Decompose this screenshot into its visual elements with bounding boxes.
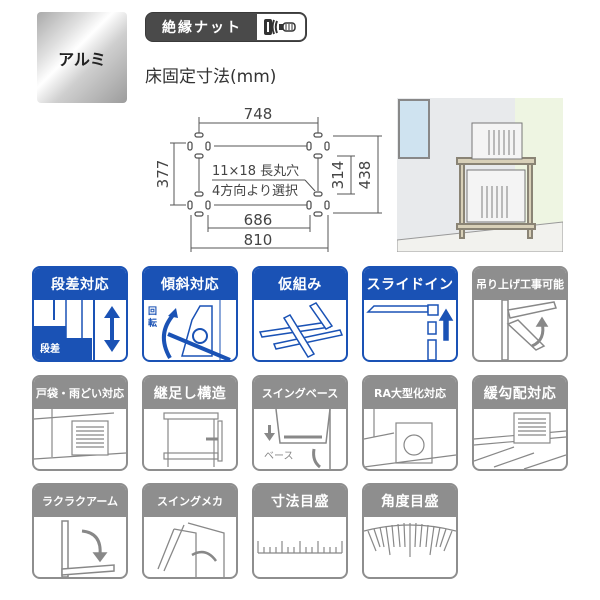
dim-bottom-686: 686 [244, 211, 273, 229]
slide-in-icon [364, 300, 456, 360]
feature-tile-label: 仮組み [254, 268, 346, 300]
feature-tile-swing-mechanism: スイングメカ [142, 483, 238, 579]
feature-tile-label: 角度目盛 [364, 485, 456, 517]
frame-assembly-icon [254, 300, 346, 360]
material-label: アルミ [58, 49, 106, 69]
angle-scale-icon [364, 517, 456, 577]
feature-tile-label: 寸法目盛 [254, 485, 346, 517]
shutter-gutter-icon [34, 409, 126, 469]
feature-tile-label: 緩勾配対応 [474, 377, 566, 409]
dim-left-377: 377 [154, 160, 172, 189]
step-support-icon: 段差 [34, 300, 126, 360]
slope-rotation-icon: 回 転 [144, 300, 236, 360]
feature-tile-label: 戸袋・雨どい対応 [34, 377, 126, 409]
feature-tile-label: スイングベース [254, 377, 346, 409]
hole-note-line1: 11×18 長丸穴 [212, 164, 299, 179]
feature-tile-step-support: 段差対応 段差 [32, 266, 128, 362]
feature-tile-label: 傾斜対応 [144, 268, 236, 300]
svg-text:回: 回 [148, 306, 157, 317]
feature-tile-slope-support: 傾斜対応 回 転 [142, 266, 238, 362]
feature-tile-angle-scale: 角度目盛 [362, 483, 458, 579]
floor-fixing-dimensions-title: 床固定寸法(mm) [145, 67, 277, 87]
feature-tile-dimension-scale: 寸法目盛 [252, 483, 348, 579]
extension-stand-icon [144, 409, 236, 469]
hole-note-line2: 4方向より選択 [212, 183, 298, 199]
ruler-scale-icon [254, 517, 346, 577]
easy-arm-icon [34, 517, 126, 577]
feature-tile-label: 段差対応 [34, 268, 126, 300]
feature-tile-temporary-assembly: 仮組み [252, 266, 348, 362]
product-installation-illustration [397, 98, 563, 252]
swing-base-sublabel: ベース [264, 450, 294, 462]
material-badge-aluminum: アルミ [37, 12, 127, 103]
insulated-nut-icon [257, 14, 305, 40]
feature-tile-easy-arm: ラクラクアーム [32, 483, 128, 579]
floor-fixing-dimension-diagram: 748 377 314 438 686 810 11×18 長丸穴 4方向より選… [150, 95, 390, 255]
step-sublabel: 段差 [40, 342, 60, 355]
dim-right-438: 438 [356, 161, 374, 190]
swing-mechanism-icon [144, 517, 236, 577]
feature-tile-lift-installation: 吊り上げ工事可能 [472, 266, 568, 362]
large-outdoor-unit-icon [364, 409, 456, 469]
feature-tile-label: ラクラクアーム [34, 485, 126, 517]
feature-tile-label: 継足し構造 [144, 377, 236, 409]
swing-base-icon: ベース [254, 408, 346, 469]
dim-right-314: 314 [329, 161, 347, 190]
nut-badge-label: 絶縁ナット [162, 20, 242, 36]
feature-tile-shutter-gutter-support: 戸袋・雨どい対応 [32, 375, 128, 471]
feature-tile-label: スイングメカ [144, 485, 236, 517]
feature-tile-large-ra-support: RA大型化対応 [362, 375, 458, 471]
insulated-nut-badge: 絶縁ナット [145, 12, 307, 42]
feature-tile-extension-structure: 継足し構造 [142, 375, 238, 471]
feature-tile-label: RA大型化対応 [364, 377, 456, 409]
feature-tile-slide-in: スライドイン [362, 266, 458, 362]
feature-tile-gentle-slope-support: 緩勾配対応 [472, 375, 568, 471]
feature-tile-label: スライドイン [364, 268, 456, 300]
svg-text:転: 転 [148, 317, 157, 329]
feature-tile-swing-base: スイングベース ベース [252, 375, 348, 471]
feature-tile-label: 吊り上げ工事可能 [474, 268, 566, 300]
dim-bottom-810: 810 [244, 231, 273, 249]
lift-bracket-icon [474, 299, 566, 360]
gentle-slope-icon [474, 409, 566, 469]
dim-top-748: 748 [244, 105, 273, 123]
